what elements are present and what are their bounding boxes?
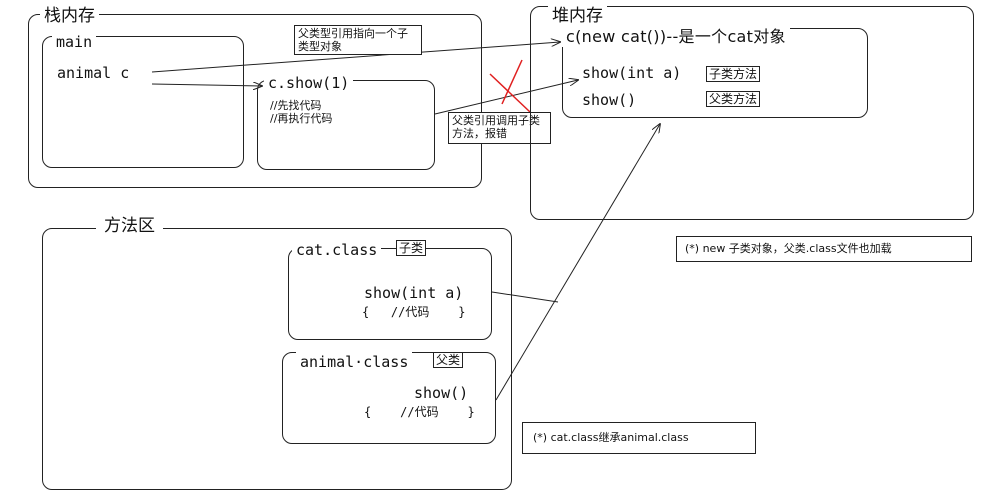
heap-memory-region [530,6,974,220]
call-comment-find: //先找代码 [270,99,322,112]
cat-class-tag: 子类 [396,240,427,256]
cat-class-body: { //代码 } [362,305,466,319]
method-area-title: 方法区 [96,216,163,236]
cat-class-title: cat.class [292,240,382,260]
heap-method-show: show() [582,91,637,109]
child-method-tag: 子类方法 [706,66,761,82]
call-frame [257,80,435,170]
new-child-note: (*) new 子类对象，父类.class文件也加载 [676,236,972,262]
cat-object-label: c(new cat())--是一个cat对象 [562,27,790,47]
call-comment-exec: //再执行代码 [270,112,333,125]
cat-class-method: show(int a) [364,284,464,302]
parent-method-tag: 父类方法 [706,91,761,107]
cat-class-link [491,291,559,303]
parent-ref-note: 父类型引用指向一个子类型对象 [294,25,422,55]
reference-arrow [151,42,560,73]
variable-animal-c: animal c [57,64,130,82]
method-area-region [42,228,512,490]
blocked-call-arrow [434,80,578,115]
call-frame-title: c.show(1) [264,73,354,93]
stack-memory-region [28,14,482,188]
animal-class-link [495,124,660,401]
heap-memory-title: 堆内存 [548,6,607,26]
animal-class-body: { //代码 } [364,405,475,419]
main-frame [42,36,244,168]
heap-method-show-int: show(int a) [582,64,682,82]
animal-class-title: animal·class [296,352,413,372]
main-frame-title: main [52,32,97,52]
inherit-note: (*) cat.class继承animal.class [522,422,756,454]
error-note: 父类引用调用子类方法，报错 [448,112,551,144]
stack-memory-title: 栈内存 [40,6,99,26]
animal-class-method: show() [414,384,469,402]
animal-class-tag: 父类 [433,352,464,368]
error-cross-line-2 [501,59,523,105]
cat-class-box [288,248,492,340]
error-cross-line-1 [489,73,531,113]
